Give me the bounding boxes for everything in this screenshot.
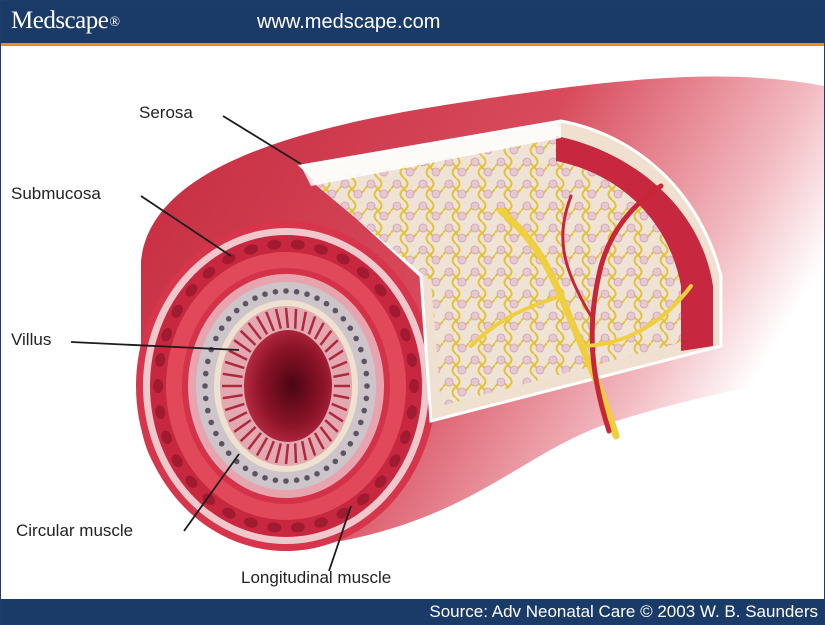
submucosa-dot — [341, 316, 347, 322]
submucosa-dot — [361, 359, 367, 365]
submucosa-dot — [203, 396, 209, 402]
site-url: www.medscape.com — [257, 11, 440, 34]
submucosa-dot — [208, 420, 214, 426]
submucosa-dot — [294, 477, 300, 483]
villus-label: Villus — [11, 330, 51, 349]
submucosa-dot — [353, 431, 359, 437]
brand-name: Medscape — [11, 7, 108, 34]
submucosa-dot — [203, 371, 209, 377]
submucosa-dot — [262, 475, 268, 481]
submucosa-dot — [364, 396, 370, 402]
submucosa-dot — [243, 466, 249, 472]
submucosa-dot — [243, 301, 249, 307]
submucosa-dot — [348, 325, 354, 331]
submucosa-dot — [324, 301, 330, 307]
submucosa-dot — [252, 471, 258, 477]
submucosa-dot — [219, 325, 225, 331]
submucosa-dot — [348, 441, 354, 447]
submucosa-dot — [333, 308, 339, 314]
submucosa-dot — [205, 359, 211, 365]
submucosa-dot — [213, 336, 219, 342]
submucosa-dot — [294, 289, 300, 295]
submucosa-dot — [226, 450, 232, 456]
submucosa-dot — [314, 295, 320, 301]
footer-bar: Source: Adv Neonatal Care © 2003 W. B. S… — [1, 599, 824, 624]
submucosa-dot — [304, 291, 310, 297]
header-bar: Medscape® www.medscape.com — [1, 1, 824, 43]
submucosa-dot — [364, 383, 370, 389]
submucosa-dot — [213, 431, 219, 437]
submucosa-dot — [219, 441, 225, 447]
submucosa-dot — [202, 383, 208, 389]
serosa-label: Serosa — [139, 103, 193, 122]
registered-mark: ® — [109, 15, 119, 30]
villus — [295, 309, 296, 329]
submucosa-dot — [226, 316, 232, 322]
submucosa-dot — [324, 466, 330, 472]
submucosa-dot — [273, 289, 279, 295]
submucosa-dot — [205, 408, 211, 414]
source-credit: Source: Adv Neonatal Care © 2003 W. B. S… — [429, 602, 818, 622]
submucosa-dot — [358, 420, 364, 426]
submucosa-label: Submucosa — [11, 184, 101, 203]
submucosa-dot — [304, 475, 310, 481]
intestine-cross-section-illustration: Serosa Submucosa Villus Circular muscle … — [1, 46, 824, 599]
submucosa-dot — [353, 336, 359, 342]
submucosa-dot — [234, 308, 240, 314]
submucosa-dot — [341, 450, 347, 456]
submucosa-dot — [283, 288, 289, 294]
longitudinal-muscle-label: Longitudinal muscle — [241, 568, 391, 587]
submucosa-dot — [364, 371, 370, 377]
submucosa-dot — [252, 295, 258, 301]
submucosa-dot — [358, 347, 364, 353]
circular-muscle-label: Circular muscle — [16, 521, 133, 540]
submucosa-dot — [283, 478, 289, 484]
villi-lumen — [220, 306, 352, 466]
villus — [295, 443, 296, 463]
submucosa-dot — [333, 459, 339, 465]
medscape-logo: Medscape® — [11, 7, 119, 35]
submucosa-dot — [273, 477, 279, 483]
submucosa-dot — [314, 471, 320, 477]
submucosa-dot — [262, 291, 268, 297]
muscle-bead — [409, 379, 419, 393]
submucosa-dot — [361, 408, 367, 414]
muscle-bead — [153, 379, 163, 393]
